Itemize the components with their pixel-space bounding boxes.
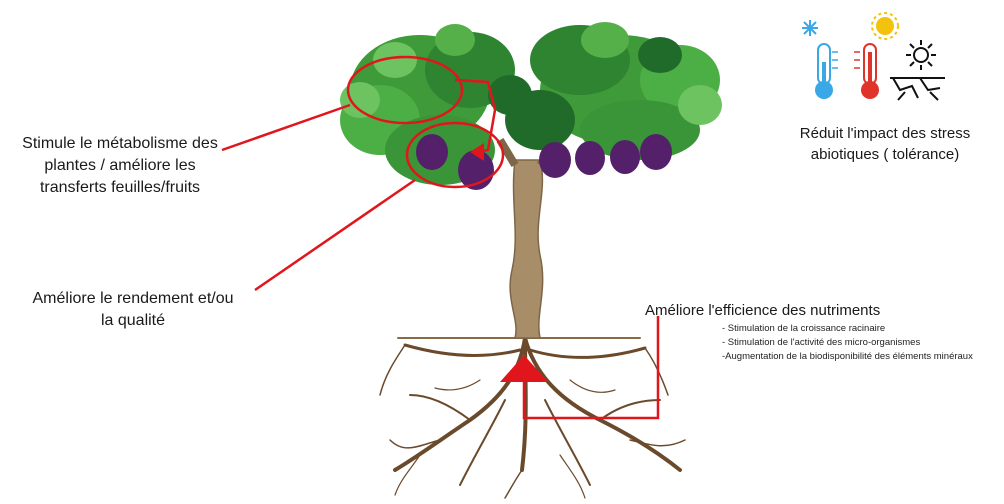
nutrient-item: - Stimulation de l'activité des micro-or…: [722, 336, 1002, 350]
nutrients-title: Améliore l'efficience des nutriments: [645, 300, 880, 322]
metabolism-label-line2: plantes / améliore les: [4, 155, 236, 177]
nutrient-item: - Stimulation de la croissance racinaire: [722, 322, 1002, 336]
hot-thermometer-icon: [854, 44, 879, 99]
nutrient-benefits-list: - Stimulation de la croissance racinaire…: [722, 322, 1002, 364]
metabolism-pointer-line: [222, 105, 350, 150]
metabolism-label-line1: Stimule le métabolisme des: [4, 133, 236, 155]
uptake-arrow: [500, 355, 548, 382]
dry-cracked-soil-icon: [890, 40, 945, 100]
sun-icon: [872, 13, 898, 39]
stress-label-line1: Réduit l'impact des stress: [772, 123, 998, 144]
yield-label-line2: la qualité: [2, 310, 264, 332]
nutrient-item: -Augmentation de la biodisponibilité des…: [722, 350, 1002, 364]
stress-icons: [802, 13, 945, 100]
cold-thermometer-icon: [815, 44, 838, 99]
snowflake-icon: [802, 20, 818, 36]
metabolism-label-line3: transferts feuilles/fruits: [4, 177, 236, 199]
stress-label: Réduit l'impact des stress abiotiques ( …: [772, 123, 998, 165]
metabolism-label: Stimule le métabolisme des plantes / amé…: [4, 133, 236, 199]
yield-label-line1: Améliore le rendement et/ou: [2, 288, 264, 310]
stress-label-line2: abiotiques ( tolérance): [772, 144, 998, 165]
vine-trunk: [510, 160, 543, 338]
yield-label: Améliore le rendement et/ou la qualité: [2, 288, 264, 332]
yield-pointer-line: [255, 180, 415, 290]
